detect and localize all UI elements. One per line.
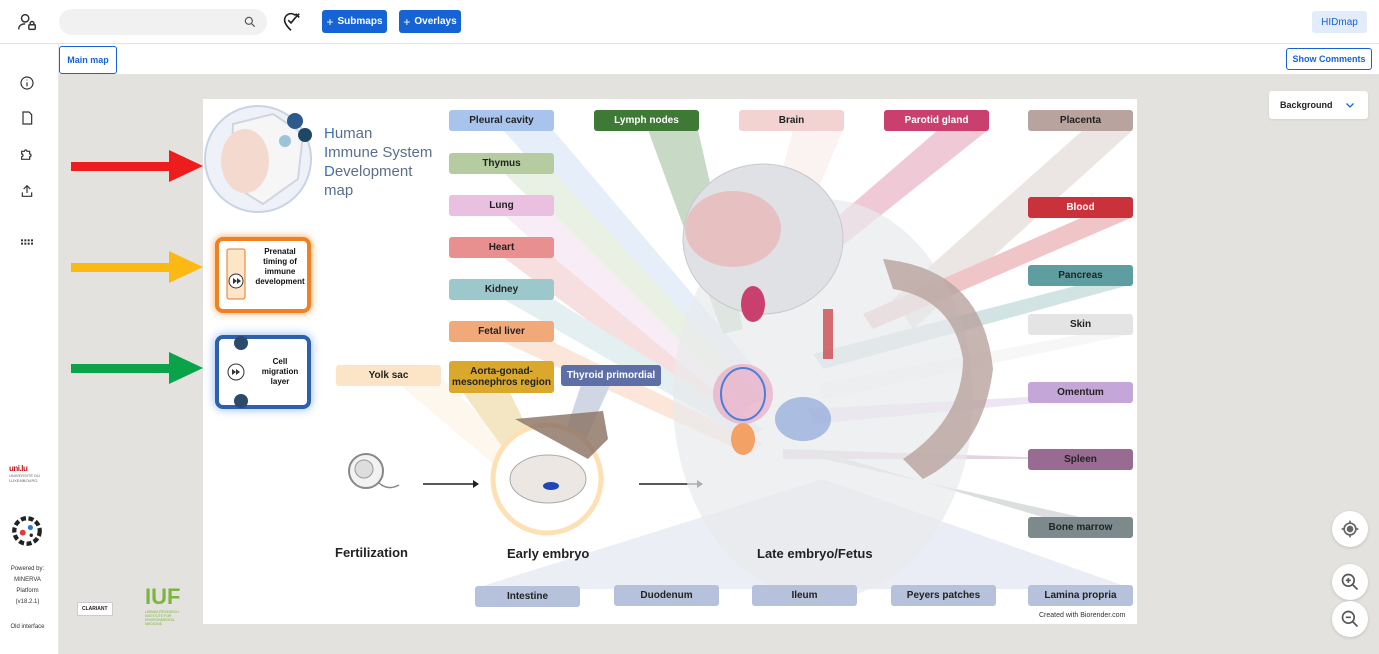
organ-label-spleen[interactable]: Spleen (1028, 449, 1133, 470)
zoom-in-icon (1341, 573, 1359, 591)
organ-label-peyers-patches[interactable]: Peyers patches (891, 585, 996, 606)
zoom-out-icon (1341, 610, 1359, 628)
user-lock-icon[interactable] (16, 11, 38, 33)
infographic-graphics (204, 105, 1133, 599)
organ-label-thymus[interactable]: Thymus (449, 153, 554, 174)
organ-label-thyroid[interactable]: Thyroid primordial (561, 365, 661, 386)
plus-icon: + (403, 14, 411, 29)
stage-fertilization: Fertilization (335, 545, 408, 560)
powered-by-text: Powered by: MINERVA Platform (v18.2.1) (10, 566, 45, 605)
organ-label-blood[interactable]: Blood (1028, 197, 1133, 218)
organ-label-placenta[interactable]: Placenta (1028, 110, 1133, 131)
left-sidebar: uni.lu UNIVERSITÉ DU LUXEMBOURG Powered … (0, 44, 59, 654)
export-icon[interactable] (19, 183, 35, 199)
tab-strip: Main map Show Comments (59, 44, 1379, 74)
organ-label-intestine[interactable]: Intestine (475, 586, 580, 607)
grid-icon[interactable] (19, 234, 35, 250)
university-logo: uni.lu UNIVERSITÉ DU LUXEMBOURG (9, 464, 40, 483)
stage-early-embryo: Early embryo (507, 546, 590, 561)
background-select[interactable]: Background (1269, 91, 1368, 119)
chevron-down-icon (1346, 103, 1354, 108)
cell-migration-panel[interactable]: Cell migration layer (257, 357, 303, 387)
old-interface-link[interactable]: Old interface (10, 624, 45, 630)
locate-button[interactable] (1332, 511, 1368, 547)
iuf-subtitle: LEIBNIZ-RESEARCH INSTITUTE FOR ENVIRONME… (145, 610, 179, 626)
overlays-label: Overlays (414, 16, 457, 27)
iuf-logo: IUF (145, 584, 181, 609)
clear-pin-icon[interactable] (280, 11, 302, 33)
search-input[interactable] (59, 9, 229, 35)
locate-icon (1341, 520, 1359, 538)
submaps-label: Submaps (337, 16, 383, 27)
organ-label-duodenum[interactable]: Duodenum (614, 585, 719, 606)
top-bar: + Submaps + Overlays HIDmap (0, 0, 1379, 44)
highlight-arrows (71, 150, 203, 384)
background-select-label: Background (1280, 100, 1333, 110)
organ-label-lymph-nodes[interactable]: Lymph nodes (594, 110, 699, 131)
zoom-in-button[interactable] (1332, 564, 1368, 600)
organ-label-heart[interactable]: Heart (449, 237, 554, 258)
organ-label-brain[interactable]: Brain (739, 110, 844, 131)
organ-label-lamina-propria[interactable]: Lamina propria (1028, 585, 1133, 606)
search-icon[interactable] (243, 15, 257, 29)
organ-label-lung[interactable]: Lung (449, 195, 554, 216)
clariant-logo: CLARIANT (77, 602, 113, 616)
biorender-credit: Created with Biorender.com (1039, 612, 1126, 619)
zoom-out-button[interactable] (1332, 601, 1368, 637)
show-comments-button[interactable]: Show Comments (1286, 48, 1372, 70)
organ-label-ileum[interactable]: Ileum (752, 585, 857, 606)
document-icon[interactable] (19, 110, 35, 126)
plus-icon: + (326, 14, 334, 29)
organ-label-parotid-gland[interactable]: Parotid gland (884, 110, 989, 131)
info-icon[interactable] (19, 75, 35, 91)
hid-map-infographic[interactable]: Human Immune System Development map Pren… (203, 99, 1137, 624)
organ-label-skin[interactable]: Skin (1028, 314, 1133, 335)
organ-label-kidney[interactable]: Kidney (449, 279, 554, 300)
red-arrow-icon (71, 150, 203, 182)
project-button[interactable]: HIDmap (1312, 11, 1367, 33)
organ-label-agm[interactable]: Aorta-gonad-mesonephros region (449, 361, 554, 393)
organ-label-pancreas[interactable]: Pancreas (1028, 265, 1133, 286)
prenatal-timing-panel[interactable]: Prenatal timing of immune development (253, 247, 307, 287)
organ-label-pleural-cavity[interactable]: Pleural cavity (449, 110, 554, 131)
minerva-logo-icon (12, 516, 42, 546)
hid-map-title: Human Immune System Development map (324, 125, 433, 199)
tab-main-map[interactable]: Main map (59, 46, 117, 74)
organ-label-omentum[interactable]: Omentum (1028, 382, 1133, 403)
stage-late-embryo: Late embryo/Fetus (757, 546, 873, 561)
green-arrow-icon (71, 352, 203, 384)
overlays-button[interactable]: + Overlays (399, 10, 461, 33)
submaps-button[interactable]: + Submaps (322, 10, 387, 33)
puzzle-icon[interactable] (19, 146, 35, 162)
search-bar[interactable] (59, 9, 267, 35)
organ-label-yolk-sac[interactable]: Yolk sac (336, 365, 441, 386)
organ-label-fetal-liver[interactable]: Fetal liver (449, 321, 554, 342)
yellow-arrow-icon (71, 251, 203, 283)
organ-label-bone-marrow[interactable]: Bone marrow (1028, 517, 1133, 538)
map-canvas[interactable]: Human Immune System Development map Pren… (59, 74, 1379, 654)
